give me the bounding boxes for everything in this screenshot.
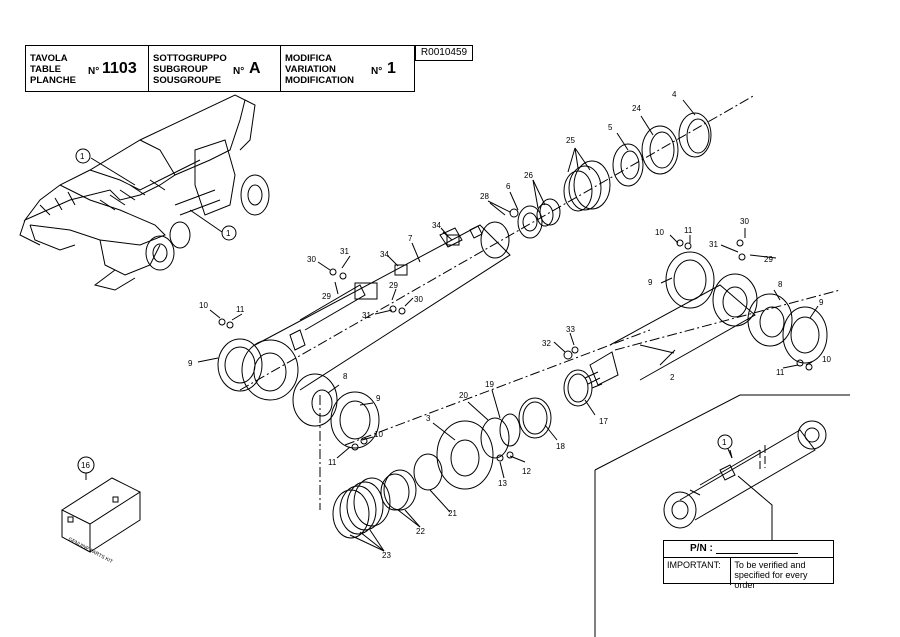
callout-10: 10: [822, 355, 831, 364]
table-label-it: TAVOLA: [30, 53, 68, 64]
modification-label-it: MODIFICA: [285, 53, 332, 64]
callout-circle-16: [77, 456, 95, 474]
fittings: [218, 208, 813, 462]
table-cell: TAVOLA TABLE PLANCHE N° 1103: [26, 46, 149, 91]
callout-29: 29: [389, 281, 398, 290]
subgroup-label-it: SOTTOGRUPPO: [153, 53, 227, 64]
callout-circle-1a: [75, 148, 91, 164]
callout-6: 6: [506, 182, 511, 191]
table-label-fr: PLANCHE: [30, 75, 76, 86]
callout-30: 30: [414, 295, 423, 304]
callout-4: 4: [672, 90, 677, 99]
callout-11: 11: [684, 226, 693, 235]
modification-label-en: VARIATION: [285, 64, 336, 75]
callout-23: 23: [382, 551, 391, 560]
callout-13: 13: [498, 479, 507, 488]
callout-3: 3: [426, 414, 431, 423]
callout-33: 33: [566, 325, 575, 334]
callout-1: 1: [722, 438, 727, 447]
subgroup-no-label: N°: [233, 66, 245, 77]
table-number: 1103: [102, 60, 137, 77]
callout-34: 34: [380, 250, 389, 259]
callout-5: 5: [608, 123, 613, 132]
callout-11: 11: [776, 368, 785, 377]
callout-circle-1b: [221, 225, 237, 241]
callout-10: 10: [655, 228, 664, 237]
leader-lines: [90, 99, 819, 552]
callout-26: 26: [524, 171, 533, 180]
callout-labels: 1 1 2 3 4 5 6 7 8 8 9 9 9 9 10 10 10 10 …: [80, 90, 831, 560]
callout-34: 34: [432, 221, 441, 230]
callout-29: 29: [764, 255, 773, 264]
seals-and-rings: [217, 112, 828, 539]
subgroup-cell: SOTTOGRUPPO SUBGROUP SOUSGROUPE N° A: [149, 46, 281, 91]
callout-16: 16: [81, 461, 90, 470]
modification-value: 1: [387, 60, 396, 77]
cylinder-barrel: [241, 221, 511, 401]
callout-9: 9: [648, 278, 653, 287]
subgroup-value: A: [249, 60, 261, 77]
callout-25: 25: [566, 136, 575, 145]
callout-8: 8: [778, 280, 783, 289]
callout-7: 7: [408, 234, 413, 243]
callout-28: 28: [480, 192, 489, 201]
callout-31: 31: [362, 311, 371, 320]
modification-label-fr: MODIFICATION: [285, 75, 354, 86]
callout-31: 31: [340, 247, 349, 256]
piston-rod: [584, 273, 758, 389]
callout-20: 20: [459, 391, 468, 400]
inset-frame: [594, 394, 850, 637]
table-no-label: N°: [88, 66, 100, 77]
callout-1: 1: [226, 229, 231, 238]
callout-10: 10: [374, 430, 383, 439]
callout-30: 30: [307, 255, 316, 264]
callout-1: 1: [80, 152, 85, 161]
part-number-box: P/N : IMPORTANT: To be verified and spec…: [663, 540, 834, 590]
callout-29: 29: [322, 292, 331, 301]
callout-31: 31: [709, 240, 718, 249]
callout-24: 24: [632, 104, 641, 113]
callout-12: 12: [522, 467, 531, 476]
important-label: IMPORTANT:: [664, 558, 732, 585]
important-text-line2: specified for every order: [734, 570, 808, 590]
callout-30: 30: [740, 217, 749, 226]
machine-sketch: [19, 94, 270, 291]
table-label-en: TABLE: [30, 64, 61, 75]
callout-19: 19: [485, 380, 494, 389]
modification-cell: MODIFICA VARIATION MODIFICATION N° 1: [281, 46, 414, 91]
pn-input-line[interactable]: [716, 553, 798, 554]
callout-9: 9: [376, 394, 381, 403]
title-block: TAVOLA TABLE PLANCHE N° 1103 SOTTOGRUPPO…: [25, 45, 415, 92]
parts-kit-box: [60, 465, 142, 553]
callout-21: 21: [448, 509, 457, 518]
callout-22: 22: [416, 527, 425, 536]
callout-32: 32: [542, 339, 551, 348]
subgroup-label-fr: SOUSGROUPE: [153, 75, 222, 86]
callout-circle-1c: [717, 434, 733, 450]
callout-10: 10: [199, 301, 208, 310]
callout-8: 8: [343, 372, 348, 381]
important-text-line1: To be verified and: [734, 560, 806, 570]
callout-11: 11: [328, 458, 337, 467]
callout-9: 9: [188, 359, 193, 368]
callout-2: 2: [670, 373, 675, 382]
callout-17: 17: [599, 417, 608, 426]
callout-18: 18: [556, 442, 565, 451]
subgroup-label-en: SUBGROUP: [153, 64, 208, 75]
inset-cylinder: [663, 420, 827, 540]
callout-9: 9: [819, 298, 824, 307]
modification-no-label: N°: [371, 66, 383, 77]
pn-label: P/N :: [690, 543, 713, 554]
drawing-reference: R0010459: [415, 45, 473, 61]
callout-11: 11: [236, 305, 245, 314]
